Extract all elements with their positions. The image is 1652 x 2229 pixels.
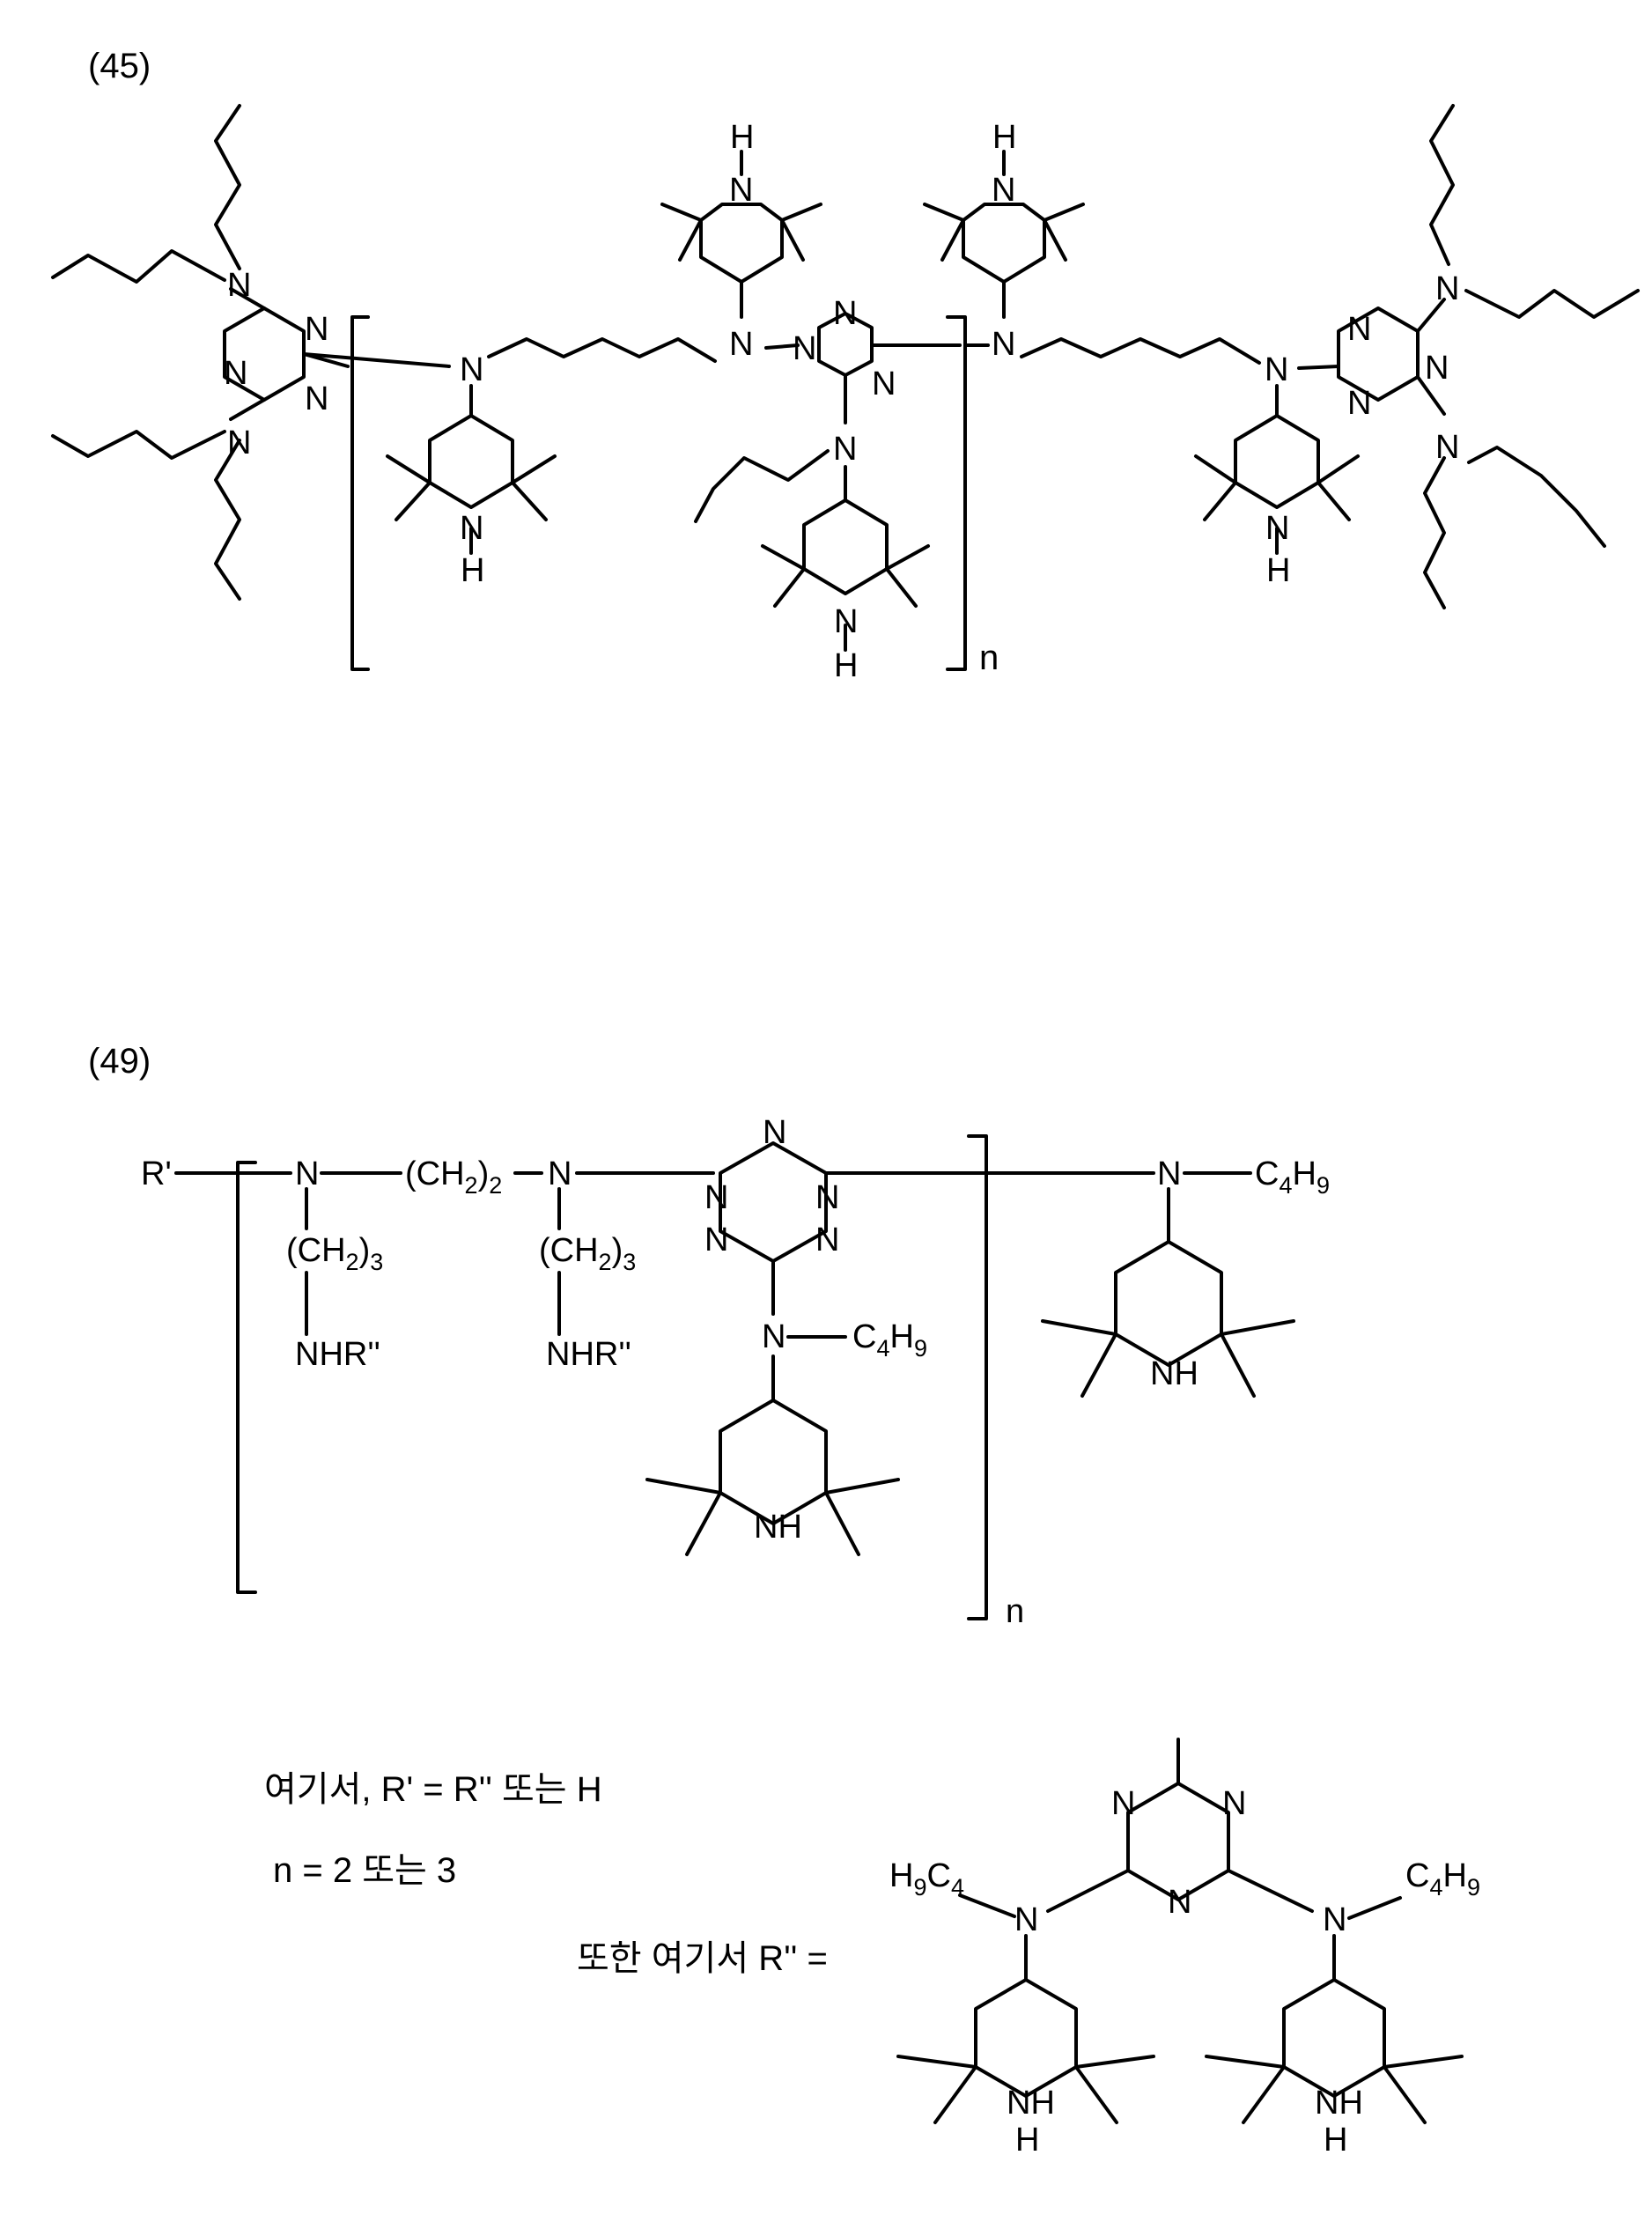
c4h9-label: C4H9 (852, 1318, 927, 1362)
atom-n: N (1168, 1884, 1191, 1921)
r-prime-label: R' (141, 1155, 172, 1192)
atom-n: N (1265, 351, 1288, 388)
atom-n: N (833, 431, 857, 468)
atom-n: N (992, 326, 1015, 363)
atom-n: N (1323, 1901, 1346, 1938)
atom-n: N (227, 424, 251, 461)
compound-49-atom-labels: R' N (CH2)2 N (CH2)3 NHR'' (CH2)3 NHR'' … (141, 1114, 1330, 1630)
atom-n: N (729, 326, 753, 363)
atom-n: N (460, 351, 483, 388)
ch2-label: (CH2)3 (286, 1232, 383, 1275)
ch2-label: (CH2)2 (405, 1155, 502, 1199)
atom-n: N (992, 172, 1015, 209)
compound-45: (45) (53, 47, 1638, 684)
atom-n: N (762, 1318, 785, 1355)
atom-n: N (729, 172, 753, 209)
repeat-subscript-n: n (979, 638, 999, 677)
compound-49-bonds (176, 1136, 1294, 1619)
atom-n: N (1111, 1785, 1135, 1822)
atom-n: N (460, 510, 483, 547)
r-double-prime-structure: N N N H9C4 N NH H N C4H9 NH H (889, 1739, 1480, 2159)
atom-n: N (833, 295, 857, 332)
atom-n: N (1425, 350, 1449, 387)
atom-n: N (763, 1114, 786, 1151)
atom-n: N (1435, 429, 1459, 466)
atom-h: H (1015, 2122, 1039, 2159)
definition-line-3: 또한 여기서 R'' = (577, 1939, 828, 1978)
atom-n: N (1347, 385, 1371, 422)
definition-line-1: 여기서, R' = R'' 또는 H (264, 1770, 602, 1809)
nh-label: NH (1150, 1355, 1198, 1392)
atom-n: N (1014, 1901, 1038, 1938)
nh-label: NH (754, 1509, 802, 1546)
atom-n: N (1222, 1785, 1246, 1822)
atom-n: N (815, 1222, 839, 1258)
atom-h: H (992, 119, 1016, 156)
atom-h: H (834, 647, 858, 684)
compound-45-bonds (53, 106, 1638, 669)
atom-n: N (815, 1179, 839, 1216)
nhr-label: NHR'' (295, 1336, 380, 1373)
repeat-subscript-n: n (1006, 1593, 1024, 1630)
atom-n: N (305, 311, 328, 348)
nh-label: NH (1007, 2085, 1055, 2122)
atom-n: N (704, 1222, 728, 1258)
c4h9-label: C4H9 (1255, 1155, 1330, 1199)
ch2-label: (CH2)3 (539, 1232, 636, 1275)
atom-n: N (1435, 270, 1459, 307)
atom-h: H (730, 119, 754, 156)
compound-49-number: (49) (88, 1042, 151, 1081)
definitions: 여기서, R' = R'' 또는 H n = 2 또는 3 또한 여기서 R''… (264, 1770, 828, 1978)
nhr-label: NHR'' (546, 1336, 631, 1373)
atom-h: H (1266, 552, 1290, 589)
atom-n: N (793, 330, 816, 367)
c4h9-label: C4H9 (1405, 1857, 1480, 1901)
atom-n: N (1265, 510, 1289, 547)
compound-45-atom-labels: N N N N N N N H N N H N N N N N H N N H … (224, 119, 1459, 684)
atom-h: H (461, 552, 484, 589)
atom-n: N (305, 380, 328, 417)
atom-n: N (1347, 311, 1371, 348)
nh-label: NH (1315, 2085, 1363, 2122)
atom-n: N (834, 603, 858, 640)
atom-n: N (704, 1179, 728, 1216)
h9c4-label: H9C4 (889, 1857, 964, 1901)
definition-line-2: n = 2 또는 3 (273, 1851, 456, 1890)
atom-n: N (227, 267, 251, 304)
atom-n: N (295, 1155, 319, 1192)
atom-n: N (1157, 1155, 1181, 1192)
compound-45-number: (45) (88, 47, 151, 85)
atom-n: N (872, 365, 896, 402)
atom-h: H (1324, 2122, 1347, 2159)
atom-n: N (224, 355, 247, 392)
atom-n: N (548, 1155, 572, 1192)
compound-49: (49) R' N (88, 1042, 1330, 1630)
